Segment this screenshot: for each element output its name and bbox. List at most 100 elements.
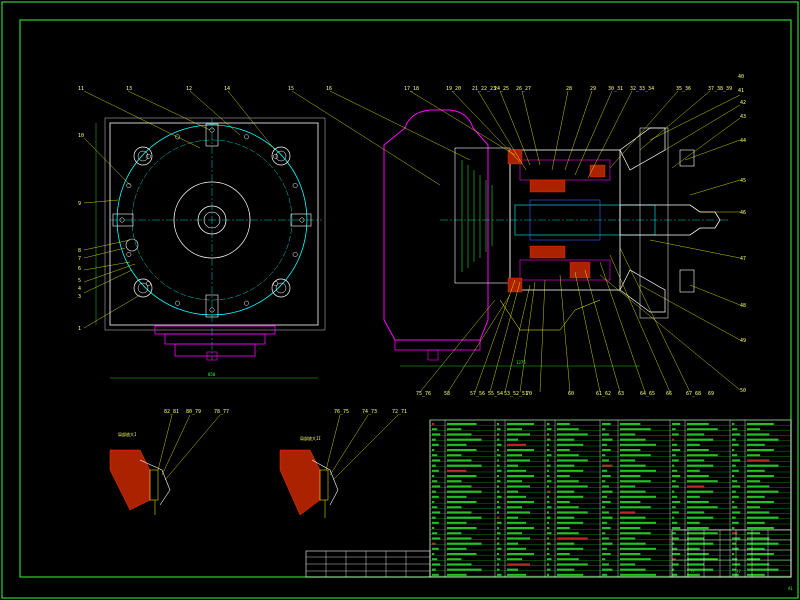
detail-seal bbox=[149, 469, 159, 501]
part-label: 5 bbox=[78, 278, 81, 284]
bolt-hole bbox=[126, 251, 132, 257]
part-label: 46 bbox=[740, 210, 746, 216]
bolt-hole bbox=[175, 134, 181, 140]
part-label: 45 bbox=[740, 178, 746, 184]
mount-hole bbox=[137, 282, 149, 294]
part-label: 76_75 bbox=[334, 409, 349, 415]
part-label: 53_52_51 bbox=[504, 391, 528, 397]
bolt-hole bbox=[126, 183, 132, 189]
part-label: 48 bbox=[740, 303, 746, 309]
clamp-right bbox=[290, 213, 312, 227]
part-label: 9 bbox=[78, 201, 81, 207]
shaft bbox=[514, 204, 656, 236]
part-label: 78_77 bbox=[214, 409, 229, 415]
title-block-mark-2: ?? bbox=[736, 569, 741, 574]
part-label: 70 bbox=[526, 391, 532, 397]
clamp-bottom bbox=[205, 294, 219, 318]
bolt-hole bbox=[292, 251, 298, 257]
bolt-holes bbox=[119, 127, 305, 313]
part-label: 55_54 bbox=[488, 391, 503, 397]
bolt-hole bbox=[299, 217, 305, 223]
lower-profile bbox=[499, 299, 601, 331]
part-label: 14 bbox=[224, 86, 230, 92]
shaft-sleeve bbox=[529, 199, 601, 241]
parts-table-grid bbox=[429, 419, 792, 577]
part-label: 67_68 bbox=[686, 391, 701, 397]
part-label: 60 bbox=[568, 391, 574, 397]
bolt-hole bbox=[145, 281, 151, 287]
mount-hole bbox=[275, 282, 287, 294]
part-label: 80_79 bbox=[186, 409, 201, 415]
part-label: 15 bbox=[288, 86, 294, 92]
part-label: 8 bbox=[78, 248, 81, 254]
title-block-mark-1: ?? bbox=[690, 569, 695, 574]
bolt-hole bbox=[273, 281, 279, 287]
part-label: 82_81 bbox=[164, 409, 179, 415]
mount-hole bbox=[271, 278, 291, 298]
part-label: 12 bbox=[186, 86, 192, 92]
mount-hole bbox=[125, 238, 139, 252]
part-label: 44 bbox=[740, 138, 746, 144]
part-label: 30_31 bbox=[608, 86, 623, 92]
front-view: 850 bbox=[95, 117, 326, 379]
part-label: 3 bbox=[78, 294, 81, 300]
part-label: 37_38_39 bbox=[708, 86, 732, 92]
part-label: 7 bbox=[78, 256, 81, 262]
bolt-hole bbox=[175, 300, 181, 306]
clamp-top bbox=[205, 123, 219, 147]
bearing-bottom bbox=[519, 259, 611, 281]
nozzle bbox=[619, 204, 721, 236]
front-view-housing bbox=[109, 122, 319, 326]
side-view-leaders bbox=[291, 90, 741, 393]
part-label: 28 bbox=[566, 86, 572, 92]
flange-circle bbox=[116, 124, 308, 316]
dimension-side-length: 1375 bbox=[516, 360, 526, 365]
lower-cover bbox=[619, 269, 666, 313]
part-label: 1 bbox=[78, 326, 81, 332]
front-view-outline bbox=[104, 117, 326, 331]
title-block-right bbox=[671, 529, 792, 578]
front-view-leaders bbox=[83, 90, 276, 329]
bolt-hole bbox=[292, 183, 298, 189]
part-label: 32_33_34 bbox=[630, 86, 654, 92]
rib-lines bbox=[461, 160, 493, 272]
part-label: 17_18 bbox=[404, 86, 419, 92]
bolt-hole bbox=[119, 217, 125, 223]
part-label: 74_73 bbox=[362, 409, 377, 415]
part-label: 6 bbox=[78, 266, 81, 272]
motor-drain bbox=[427, 349, 439, 361]
part-label: 35_36 bbox=[676, 86, 691, 92]
motor-housing bbox=[383, 109, 489, 341]
part-label: 29 bbox=[590, 86, 596, 92]
dimension-front-width: 850 bbox=[208, 372, 216, 377]
part-label: 24_25 bbox=[494, 86, 509, 92]
bolt-hole bbox=[243, 134, 249, 140]
part-label: 63 bbox=[618, 391, 624, 397]
part-label: 40 bbox=[738, 74, 744, 80]
mount-hole bbox=[275, 150, 287, 162]
part-label: 11 bbox=[78, 86, 84, 92]
parts-list-table bbox=[429, 419, 792, 578]
part-label: 26_27 bbox=[516, 86, 531, 92]
bolt-hole bbox=[243, 300, 249, 306]
sheet-number: A1 bbox=[788, 586, 793, 591]
base-foot bbox=[174, 343, 256, 357]
detail-seal bbox=[319, 469, 329, 501]
shaft-circle bbox=[197, 205, 227, 235]
part-label: 66 bbox=[666, 391, 672, 397]
part-label: 69 bbox=[708, 391, 714, 397]
motor-base bbox=[394, 339, 481, 351]
part-label: 21_22_23 bbox=[472, 86, 496, 92]
detail-view-2: 局部放大II bbox=[279, 414, 399, 518]
base-step bbox=[164, 333, 266, 345]
clamp-left bbox=[112, 213, 134, 227]
part-label: 43 bbox=[740, 114, 746, 120]
part-label: 64_65 bbox=[640, 391, 655, 397]
bottom-fitting bbox=[679, 269, 695, 293]
part-label: 42 bbox=[740, 100, 746, 106]
section-hatch bbox=[507, 149, 606, 293]
part-label: 75_76 bbox=[416, 391, 431, 397]
part-label: 57_56 bbox=[470, 391, 485, 397]
